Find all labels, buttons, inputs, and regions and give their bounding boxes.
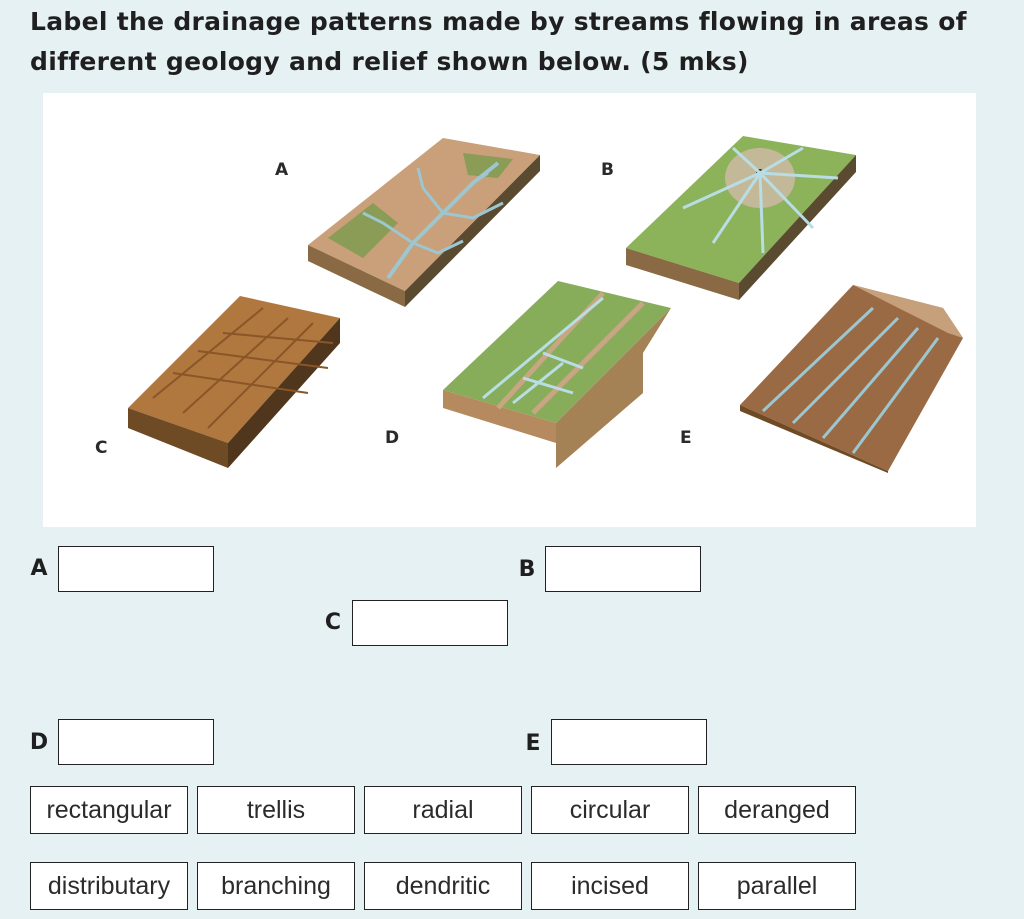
drop-box-e[interactable]: [551, 719, 707, 765]
block-b-illustration: [626, 136, 856, 300]
option-chip-incised[interactable]: incised: [531, 862, 689, 910]
block-e-illustration: [740, 285, 963, 473]
figure-label-d: D: [385, 428, 399, 448]
answer-label-d: D: [29, 730, 49, 755]
answer-label-e: E: [525, 731, 541, 756]
drop-box-c[interactable]: [352, 600, 508, 646]
figure-label-b: B: [601, 160, 614, 180]
block-d-illustration: [443, 281, 671, 468]
figure-label-e: E: [680, 428, 692, 448]
option-chip-deranged[interactable]: deranged: [698, 786, 856, 834]
option-chip-radial[interactable]: radial: [364, 786, 522, 834]
drop-box-b[interactable]: [545, 546, 701, 592]
figure-label-c: C: [95, 438, 107, 458]
option-chip-distributary[interactable]: distributary: [30, 862, 188, 910]
drainage-illustration: A B C D E: [95, 136, 963, 473]
option-chip-circular[interactable]: circular: [531, 786, 689, 834]
option-chip-dendritic[interactable]: dendritic: [364, 862, 522, 910]
option-chip-trellis[interactable]: trellis: [197, 786, 355, 834]
drop-box-a[interactable]: [58, 546, 214, 592]
figure-label-a: A: [275, 160, 289, 180]
drainage-patterns-figure: A B C D E: [43, 93, 976, 527]
option-chip-parallel[interactable]: parallel: [698, 862, 856, 910]
answer-label-c: C: [324, 610, 342, 635]
option-chip-branching[interactable]: branching: [197, 862, 355, 910]
question-text: Label the drainage patterns made by stre…: [30, 7, 967, 76]
answer-label-b: B: [518, 557, 536, 582]
answer-label-a: A: [30, 556, 48, 581]
drop-box-d[interactable]: [58, 719, 214, 765]
block-c-illustration: [128, 296, 340, 468]
option-chip-rectangular[interactable]: rectangular: [30, 786, 188, 834]
block-a-illustration: [308, 138, 540, 307]
